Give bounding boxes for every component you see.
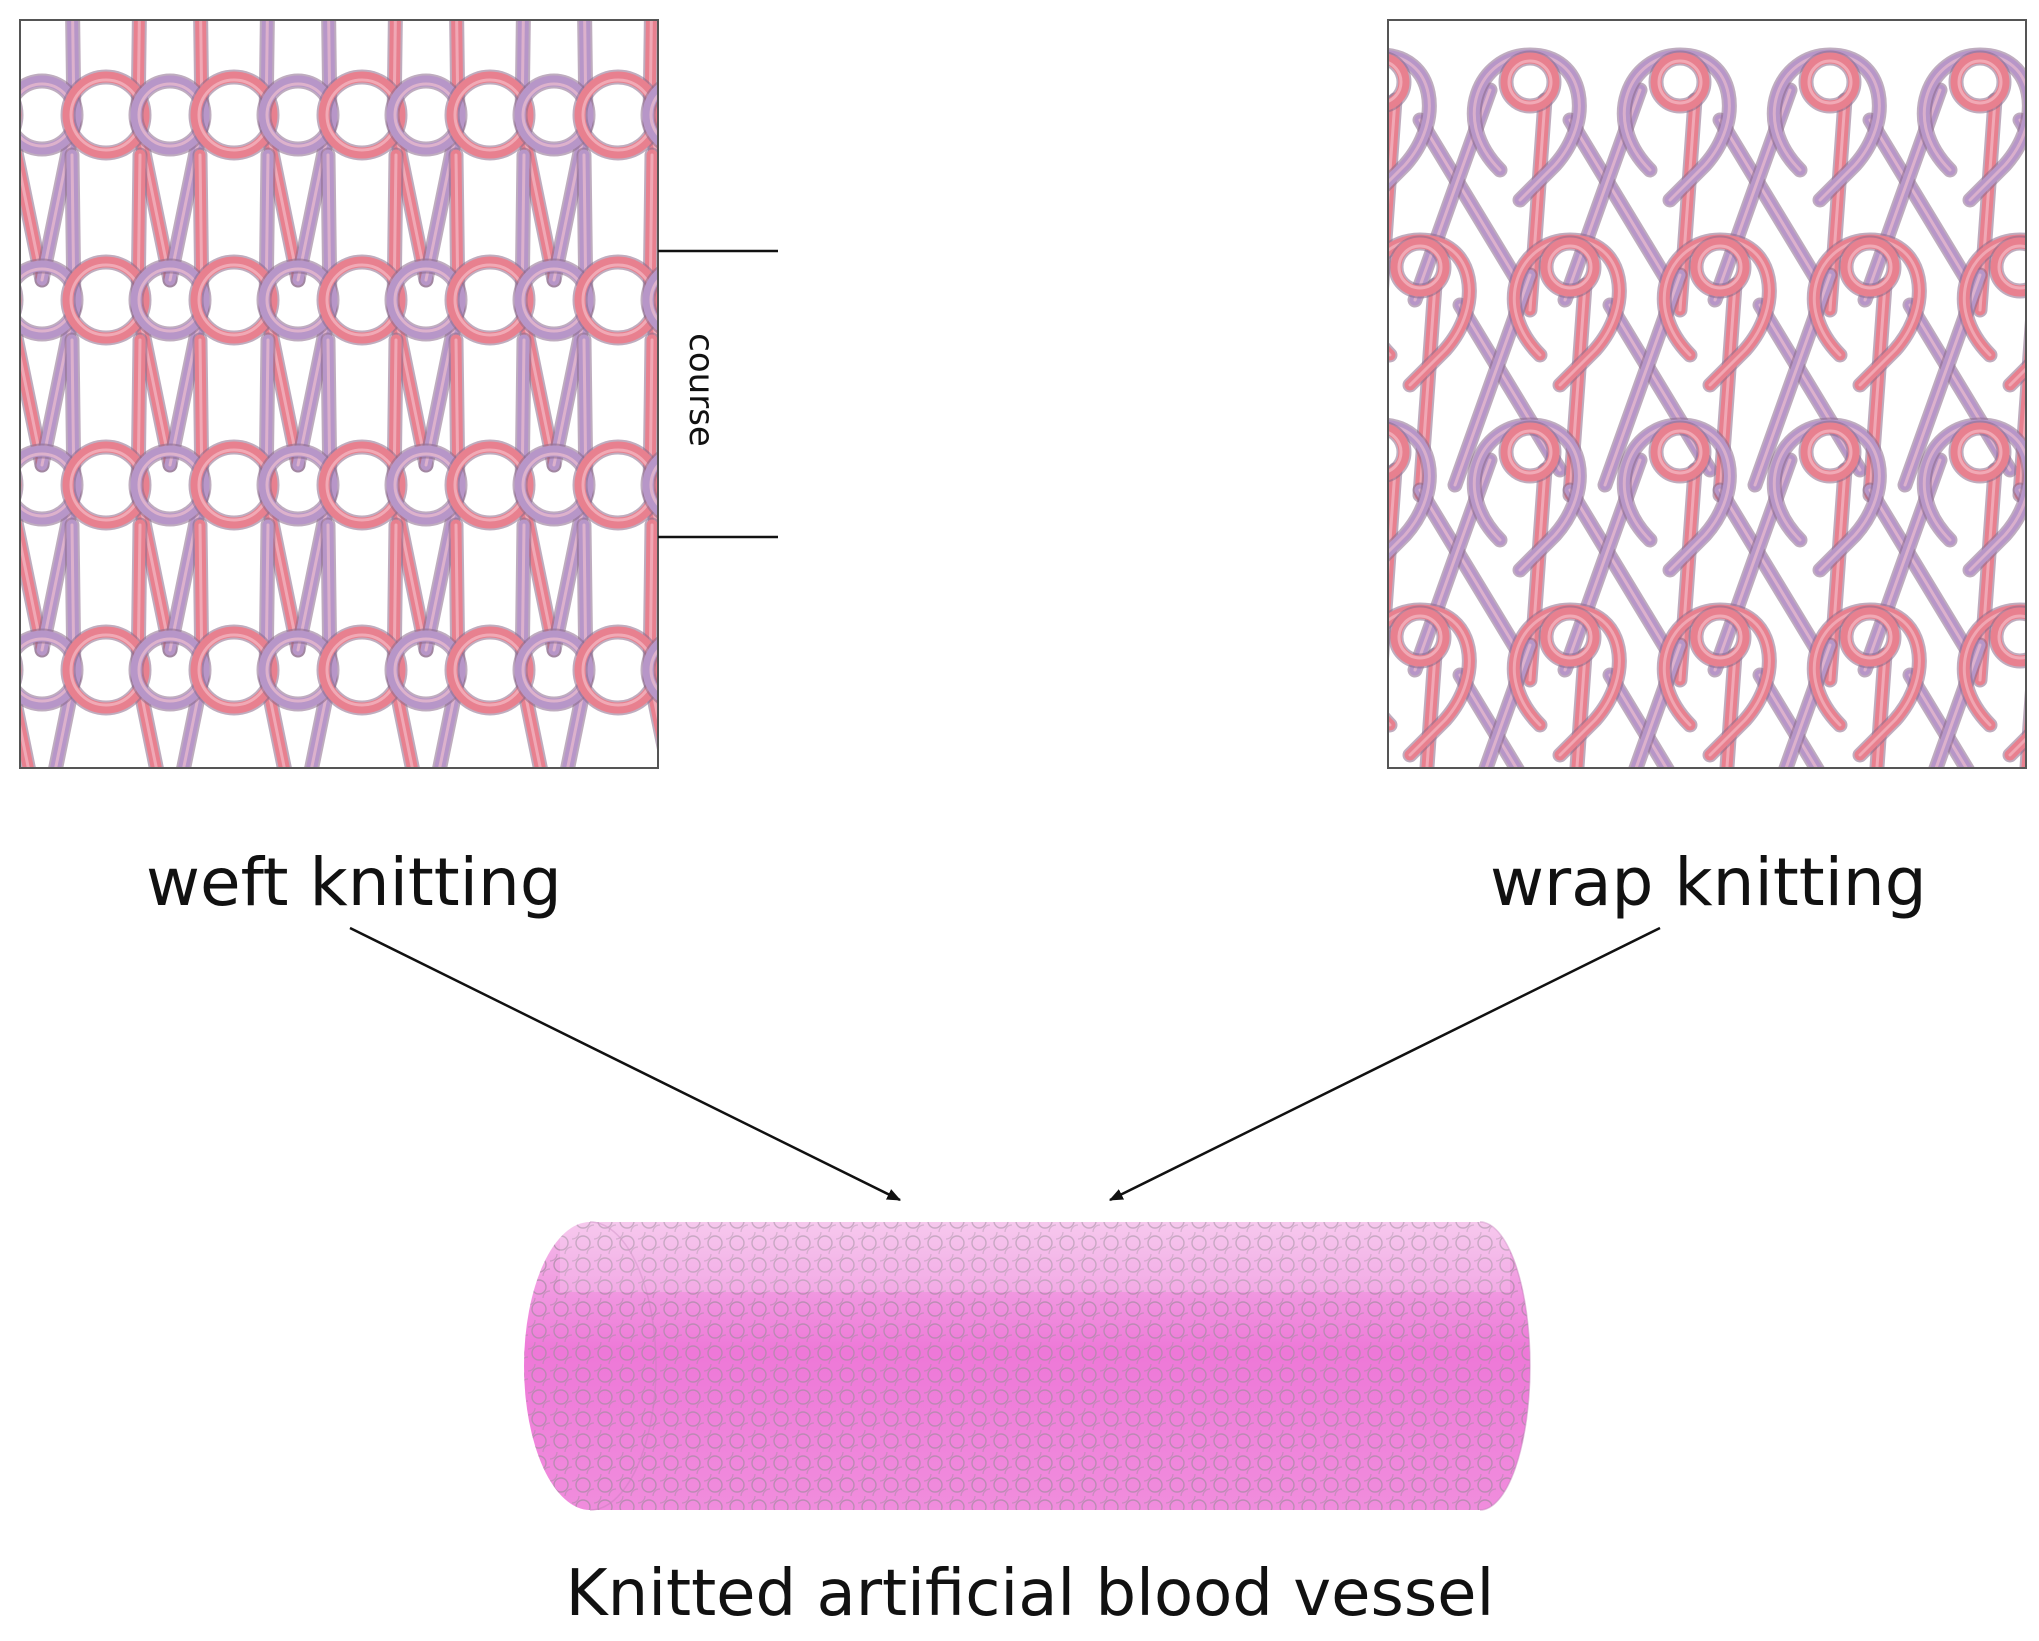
wrap-knit-yarn-pattern: [1388, 47, 2026, 768]
weft-knitting-label: weft knitting: [146, 844, 562, 921]
weft-knit-yarn-pattern: [20, 20, 658, 768]
course-label: course: [681, 333, 721, 447]
wrap-knitting-panel: [1387, 19, 2027, 769]
weft-knitting-panel: [19, 19, 659, 769]
blood-vessel-label: Knitted artificial blood vessel: [566, 1557, 1495, 1631]
wrap-to-vessel-arrow: [1108, 926, 1661, 1202]
course-bracket: [658, 249, 778, 539]
wrap-knitting-label: wrap knitting: [1490, 844, 1927, 921]
weft-to-vessel-arrow: [349, 926, 902, 1202]
blood-vessel-cylinder: [524, 1221, 1531, 1511]
